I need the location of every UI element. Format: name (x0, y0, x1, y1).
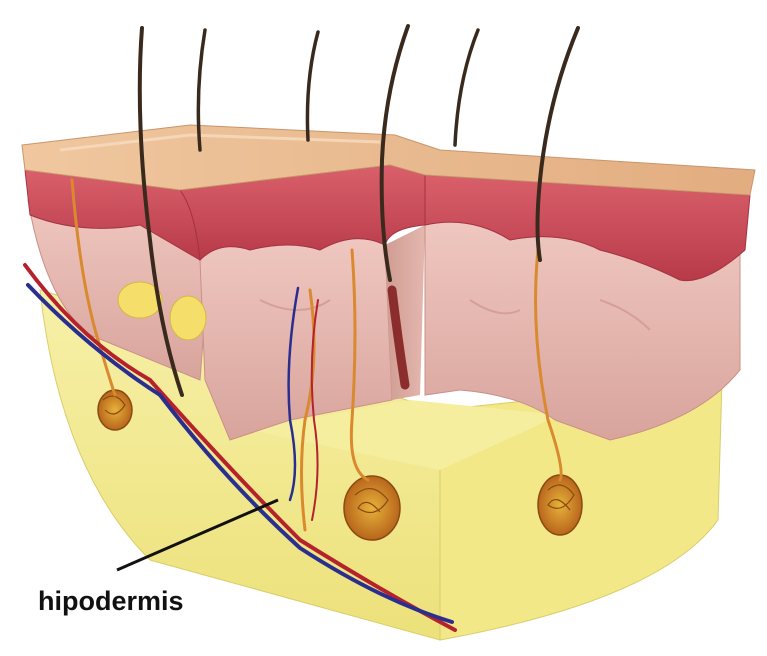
hair-5 (455, 30, 478, 145)
hair-3 (307, 32, 318, 140)
hipodermis-label: hipodermis (38, 586, 184, 616)
